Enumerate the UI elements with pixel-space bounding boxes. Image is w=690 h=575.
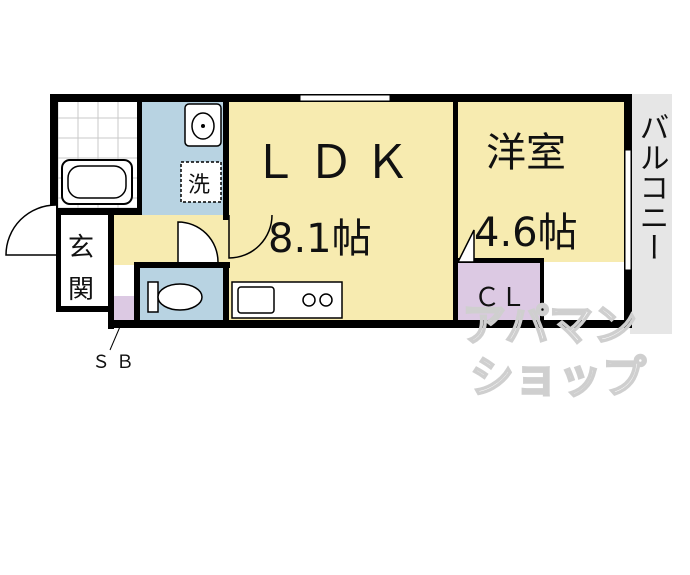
shoe-box-label: ＳＢ [92,352,140,373]
ldk-size: 8.1帖 [268,216,372,262]
laundry-label: 洗 [188,173,210,198]
balcony-label: バルコニー [634,112,669,262]
balcony-area [630,94,672,334]
western-room-size: 4.6帖 [474,210,578,256]
closet-label: ＣＬ [474,283,526,313]
toilet [147,281,203,313]
doors [5,140,475,263]
ldk-name: ＬＤＫ [252,135,420,189]
watermark-line-2: ショップ [470,352,646,403]
closet-area [458,262,540,322]
window-top [299,94,391,102]
watermark-line-1: アパマン [462,300,637,351]
western-room-area [456,100,630,262]
kitchen-counter [231,281,343,319]
window-balcony [624,149,632,271]
shoe-box-leader [109,321,123,351]
entrance-label-2: 関 [68,275,94,305]
shoe-box-area [112,296,136,324]
entrance-label-1: 玄 [68,233,94,263]
western-room-name: 洋室 [486,130,566,176]
bathtub [61,159,133,205]
washing-machine-space [180,161,222,203]
